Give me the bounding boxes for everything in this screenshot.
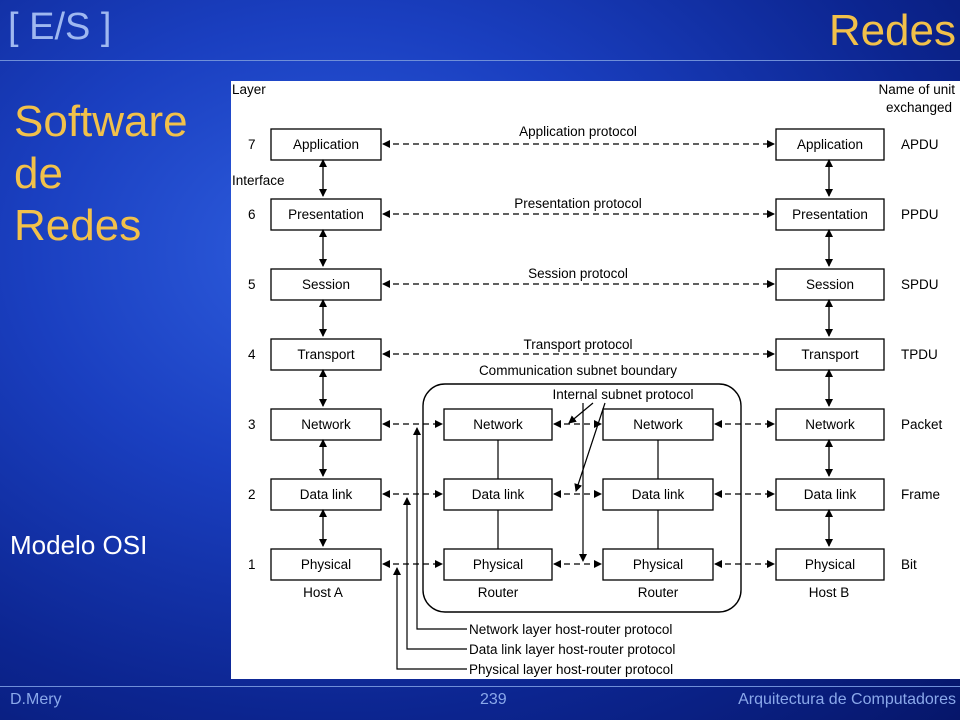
leader-arrow bbox=[403, 497, 467, 650]
host-b-layer-box bbox=[775, 268, 885, 301]
layer-number: 2 bbox=[248, 487, 256, 502]
host-b-layer-label: Transport bbox=[801, 347, 859, 362]
host-a-layer-label: Data link bbox=[300, 487, 353, 502]
layer-number: 7 bbox=[248, 137, 256, 152]
host-b-layer-label: Physical bbox=[805, 557, 855, 572]
protocol-label: Presentation protocol bbox=[514, 196, 642, 211]
protocol-label: Transport protocol bbox=[523, 337, 632, 352]
host-a-layer-box bbox=[270, 198, 382, 231]
router-layer-label: Data link bbox=[472, 487, 525, 502]
internal-protocol-label: Internal subnet protocol bbox=[552, 387, 693, 402]
header-divider bbox=[0, 60, 960, 61]
host-router-links bbox=[382, 420, 775, 568]
topic-title: Redes bbox=[828, 6, 956, 55]
interface-label: Interface bbox=[232, 173, 285, 188]
router-layer-label: Network bbox=[473, 417, 523, 432]
unit-label: Packet bbox=[901, 417, 943, 432]
host-b-layer-box bbox=[775, 338, 885, 371]
slide-title: Software de Redes bbox=[14, 96, 188, 252]
host-b-layer-label: Network bbox=[805, 417, 855, 432]
peer-protocols: Application protocol Presentation protoc… bbox=[382, 124, 775, 358]
router-label: Router bbox=[638, 585, 679, 600]
host-a-layer-box bbox=[270, 268, 382, 301]
unit-heading-line2: exchanged bbox=[886, 100, 952, 115]
router-layer-label: Physical bbox=[633, 557, 683, 572]
router-layer-box bbox=[443, 548, 553, 581]
title-line: Software bbox=[14, 97, 188, 146]
pointer-arrow bbox=[568, 402, 594, 424]
host-router-protocol-label: Physical layer host-router protocol bbox=[469, 662, 673, 677]
leader-arrow bbox=[393, 567, 467, 670]
host-router-leaders: Network layer host-router protocol Data … bbox=[393, 427, 675, 677]
title-line: de bbox=[14, 149, 63, 198]
router-layer-label: Data link bbox=[632, 487, 685, 502]
router-layer-label: Physical bbox=[473, 557, 523, 572]
host-a-layer-label: Physical bbox=[301, 557, 351, 572]
host-b-layer-box bbox=[775, 128, 885, 161]
osi-diagram-svg: Layer Name of unit exchanged Interface 7… bbox=[232, 82, 955, 677]
host-a-label: Host A bbox=[303, 585, 343, 600]
unit-label: Bit bbox=[901, 557, 917, 572]
unit-label: SPDU bbox=[901, 277, 939, 292]
layer-heading: Layer bbox=[232, 82, 266, 97]
router-2: Network Data link Physical Router bbox=[602, 408, 714, 600]
layer-number: 1 bbox=[248, 557, 256, 572]
layer-number: 5 bbox=[248, 277, 256, 292]
host-a-layer-box bbox=[270, 408, 382, 441]
router-label: Router bbox=[478, 585, 519, 600]
subnet-boundary-label: Communication subnet boundary bbox=[479, 363, 677, 378]
host-a-layer-label: Presentation bbox=[288, 207, 364, 222]
subnet-boundary bbox=[422, 383, 742, 613]
host-b-layer-box bbox=[775, 548, 885, 581]
host-b-layer-label: Data link bbox=[804, 487, 857, 502]
leader-arrow bbox=[413, 427, 467, 630]
host-a-layer-box bbox=[270, 548, 382, 581]
host-b-layer-label: Session bbox=[806, 277, 854, 292]
host-b-label: Host B bbox=[809, 585, 850, 600]
title-line: Redes bbox=[14, 201, 142, 250]
router-1: Network Data link Physical Router bbox=[443, 408, 553, 600]
footer-divider bbox=[0, 686, 960, 687]
host-a-layer-label: Application bbox=[293, 137, 359, 152]
protocol-label: Session protocol bbox=[528, 266, 628, 281]
layer-number: 3 bbox=[248, 417, 256, 432]
router-layer-box bbox=[602, 478, 714, 511]
section-label: [ E/S ] bbox=[8, 6, 112, 48]
unit-label: PPDU bbox=[901, 207, 939, 222]
footer-author: D.Mery bbox=[10, 691, 62, 708]
host-b-layer-label: Application bbox=[797, 137, 863, 152]
router-layer-label: Network bbox=[633, 417, 683, 432]
unit-label: TPDU bbox=[901, 347, 938, 362]
footer-course: Arquitectura de Computadores bbox=[738, 691, 956, 708]
layer-number: 4 bbox=[248, 347, 256, 362]
host-router-protocol-label: Data link layer host-router protocol bbox=[469, 642, 675, 657]
layer-stack: 7 Application Application APDU 6 Presentation… bbox=[248, 128, 943, 581]
unit-label: Frame bbox=[901, 487, 940, 502]
unit-label: APDU bbox=[901, 137, 939, 152]
osi-diagram: Layer Name of unit exchanged Interface 7… bbox=[231, 81, 960, 679]
layer-number: 6 bbox=[248, 207, 256, 222]
host-a-layer-label: Session bbox=[302, 277, 350, 292]
host-router-protocol-label: Network layer host-router protocol bbox=[469, 622, 672, 637]
footer-page-number: 239 bbox=[480, 691, 507, 708]
protocol-label: Application protocol bbox=[519, 124, 637, 139]
host-a-layer-label: Transport bbox=[297, 347, 355, 362]
host-interfaces bbox=[319, 159, 833, 547]
pointer-arrow bbox=[574, 402, 606, 492]
host-b-layer-label: Presentation bbox=[792, 207, 868, 222]
host-b-layer-box bbox=[775, 408, 885, 441]
unit-heading-line1: Name of unit bbox=[878, 82, 955, 97]
host-b-layer-box bbox=[775, 478, 885, 511]
slide-subtitle: Modelo OSI bbox=[10, 530, 148, 560]
host-a-layer-label: Network bbox=[301, 417, 351, 432]
